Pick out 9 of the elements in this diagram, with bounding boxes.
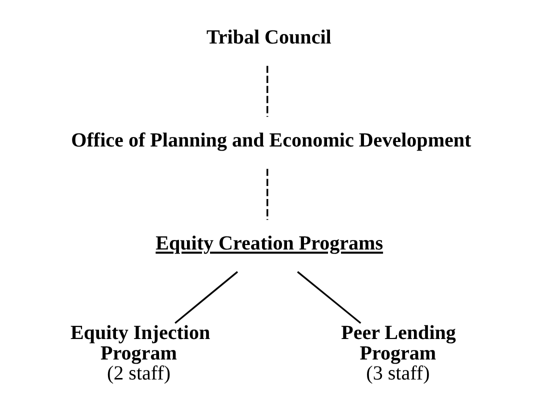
connector: [174, 271, 238, 324]
node-text: Office of Planning and Economic Development: [70, 130, 471, 152]
connector: [266, 66, 268, 117]
connector: [296, 271, 361, 324]
node-text: Tribal Council: [206, 26, 331, 48]
connector: [266, 168, 268, 220]
node-text: Equity Injection Program (2 staff): [70, 322, 210, 384]
node-text: Equity Creation Programs: [155, 232, 383, 255]
node-text: Peer Lending Program (3 staff): [340, 322, 456, 384]
